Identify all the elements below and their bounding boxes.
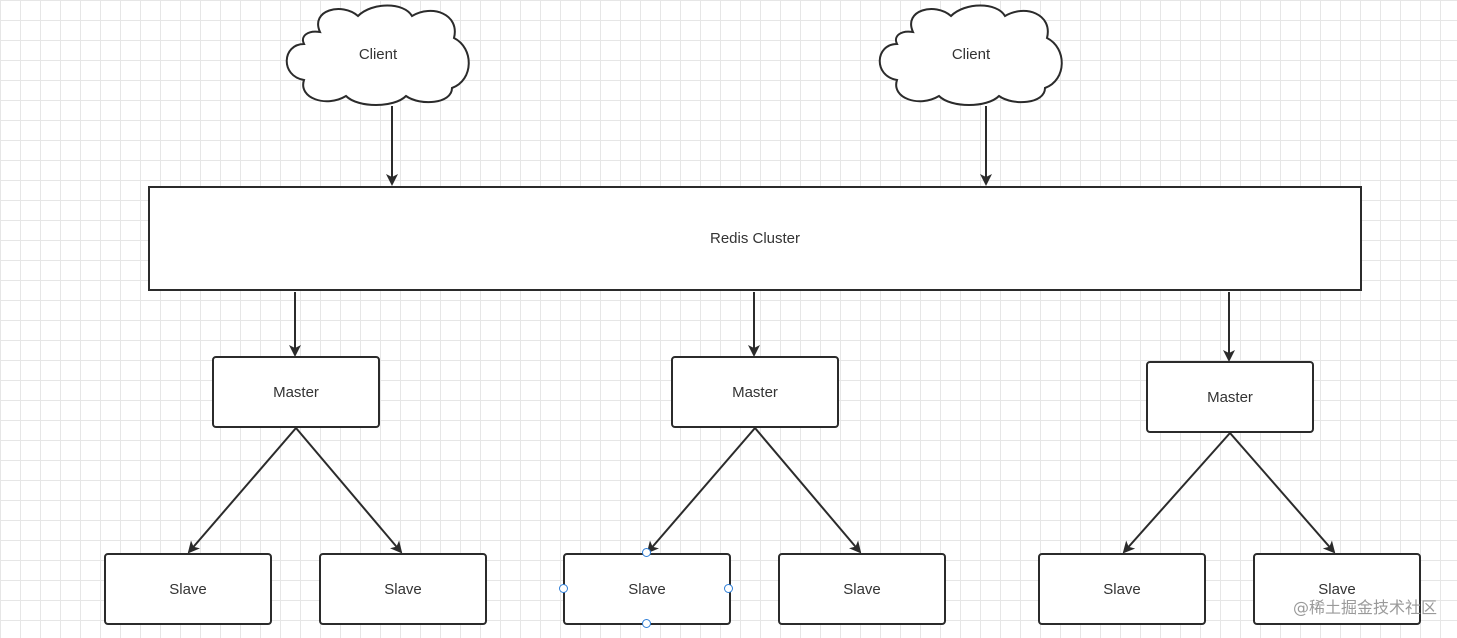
cloud-shape-icon <box>878 4 1063 106</box>
resize-handle-top[interactable] <box>642 548 651 557</box>
edge-master1-slave2[interactable] <box>295 427 403 554</box>
client-cloud-1[interactable]: Client <box>280 2 476 106</box>
slave-node-1[interactable]: Slave <box>104 553 272 625</box>
master-node-2[interactable]: Master <box>671 356 839 428</box>
client-label: Client <box>951 45 991 63</box>
slave-label: Slave <box>628 580 666 598</box>
slave-node-5[interactable]: Slave <box>1038 553 1206 625</box>
edge-master3-slave5[interactable] <box>1122 432 1231 554</box>
master-node-3[interactable]: Master <box>1146 361 1314 433</box>
master-label: Master <box>273 383 319 401</box>
resize-handle-bottom[interactable] <box>642 619 651 628</box>
redis-cluster-box[interactable]: Redis Cluster <box>148 186 1362 291</box>
slave-node-2[interactable]: Slave <box>319 553 487 625</box>
edge-master3-slave6[interactable] <box>1229 432 1336 554</box>
client-cloud-2[interactable]: Client <box>873 2 1069 106</box>
slave-label: Slave <box>169 580 207 598</box>
resize-handle-left[interactable] <box>559 584 568 593</box>
redis-cluster-label: Redis Cluster <box>709 230 801 247</box>
slave-label: Slave <box>384 580 422 598</box>
watermark-text: @稀土掘金技术社区 <box>1292 598 1437 617</box>
client-label: Client <box>358 45 398 63</box>
cloud-shape-icon <box>285 4 470 106</box>
master-label: Master <box>1207 388 1253 406</box>
slave-node-3-selected[interactable]: Slave <box>563 553 731 625</box>
resize-handle-right[interactable] <box>724 584 733 593</box>
slave-node-4[interactable]: Slave <box>778 553 946 625</box>
master-label: Master <box>732 383 778 401</box>
edge-master2-slave3[interactable] <box>646 427 756 554</box>
slave-label: Slave <box>843 580 881 598</box>
slave-label: Slave <box>1318 580 1356 598</box>
edge-master1-slave1[interactable] <box>187 427 297 554</box>
edge-master2-slave4[interactable] <box>754 427 862 554</box>
slave-label: Slave <box>1103 580 1141 598</box>
slave-node-6[interactable]: Slave <box>1253 553 1421 625</box>
master-node-1[interactable]: Master <box>212 356 380 428</box>
